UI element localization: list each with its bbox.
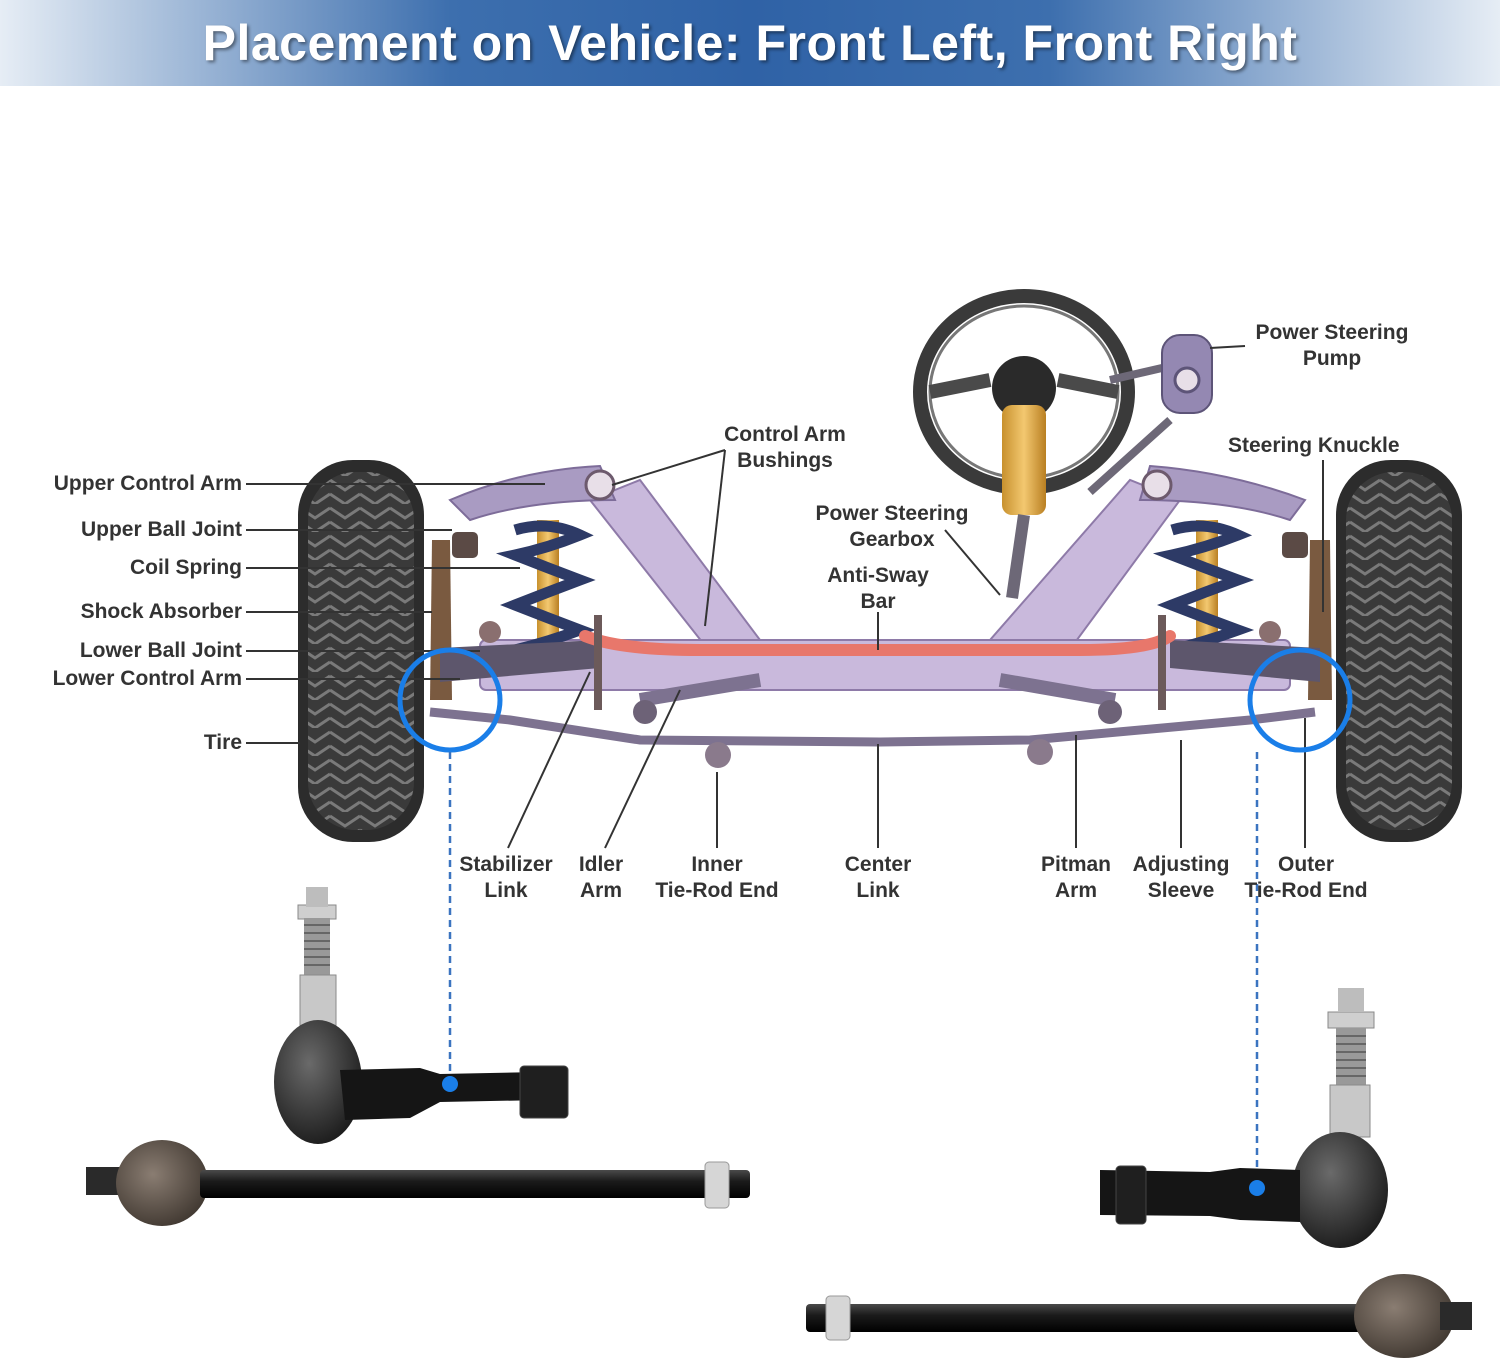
right-upper-control-arm bbox=[1138, 464, 1307, 522]
label-outer-tie-rod-end: Outer Tie-Rod End bbox=[1244, 853, 1368, 902]
left-outer-tie-rod-end-product bbox=[274, 887, 569, 1144]
label-coil-spring: Coil Spring bbox=[130, 556, 242, 579]
label-lower-control-arm: Lower Control Arm bbox=[52, 667, 242, 690]
label-idler-arm: Idler Arm bbox=[578, 853, 624, 902]
front-left-highlight-circle bbox=[397, 647, 503, 753]
left-coil-spring bbox=[495, 520, 596, 656]
label-center-link: Center Link bbox=[844, 853, 912, 902]
front-right-highlight-circle bbox=[1247, 647, 1353, 753]
right-tire bbox=[1336, 460, 1462, 842]
label-anti-sway-bar: Anti-Sway Bar bbox=[827, 564, 929, 613]
right-inner-tie-rod-product bbox=[806, 1274, 1472, 1358]
anti-sway-bar bbox=[579, 630, 1176, 656]
left-upper-control-arm bbox=[448, 464, 617, 522]
label-power-steering-pump: Power Steering Pump bbox=[1255, 321, 1409, 370]
right-coil-spring bbox=[1152, 520, 1255, 656]
label-upper-ball-joint: Upper Ball Joint bbox=[80, 518, 242, 541]
steering-wheel bbox=[913, 289, 1135, 599]
label-tire: Tire bbox=[203, 731, 242, 754]
right-lower-control-arm bbox=[1170, 640, 1320, 682]
label-inner-tie-rod-end: Inner Tie-Rod End bbox=[655, 853, 779, 902]
leader-lines bbox=[246, 345, 1324, 849]
label-upper-control-arm: Upper Control Arm bbox=[53, 472, 242, 495]
label-pitman-arm: Pitman Arm bbox=[1040, 853, 1111, 902]
title-banner: Placement on Vehicle: Front Left, Front … bbox=[0, 0, 1500, 86]
label-power-steering-gearbox: Power Steering Gearbox bbox=[815, 502, 969, 551]
label-steering-knuckle: Steering Knuckle bbox=[1228, 434, 1400, 457]
right-outer-tie-rod-end-product bbox=[1100, 988, 1388, 1248]
label-adjusting-sleeve: Adjusting Sleeve bbox=[1132, 853, 1230, 902]
steering-linkage bbox=[429, 673, 1316, 747]
label-stabilizer-link: Stabilizer Link bbox=[459, 853, 553, 902]
label-control-arm-bushings: Control Arm Bushings bbox=[724, 423, 846, 472]
page-title: Placement on Vehicle: Front Left, Front … bbox=[202, 15, 1298, 71]
left-inner-tie-rod-product bbox=[86, 1140, 750, 1226]
label-shock-absorber: Shock Absorber bbox=[80, 600, 242, 623]
label-lower-ball-joint: Lower Ball Joint bbox=[79, 639, 242, 662]
power-steering-pump bbox=[1087, 334, 1213, 495]
